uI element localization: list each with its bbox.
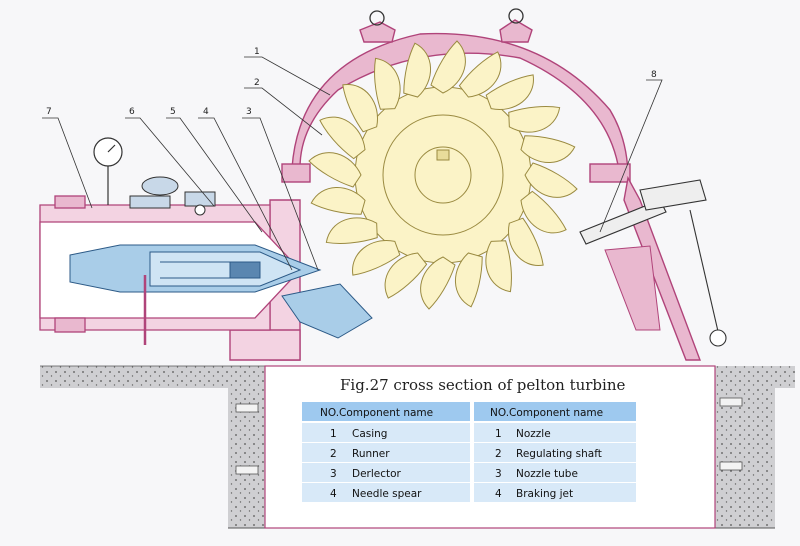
row-1-right-name: Nozzle bbox=[516, 428, 551, 440]
runner-bucket bbox=[507, 217, 544, 266]
runner bbox=[308, 40, 578, 310]
runner-bucket bbox=[485, 240, 512, 293]
row-2-right-name: Regulating shaft bbox=[516, 448, 602, 460]
ground-right bbox=[700, 366, 795, 388]
table-row-1: 1 Casing 1 Nozzle bbox=[302, 423, 636, 442]
ground-left bbox=[40, 366, 265, 388]
callout-8: 8 bbox=[651, 70, 657, 80]
table-row-3: 3 Derlector 3 Nozzle tube bbox=[302, 463, 636, 482]
row-3-right-no: 3 bbox=[495, 468, 502, 480]
anchor-bolts bbox=[235, 397, 743, 475]
row-3-left-name: Derlector bbox=[352, 468, 402, 480]
nozzle bbox=[69, 244, 322, 293]
row-2-right-no: 2 bbox=[495, 448, 502, 460]
callout-4: 4 bbox=[203, 107, 209, 117]
callout-6: 6 bbox=[129, 107, 135, 117]
runner-bucket bbox=[520, 190, 567, 234]
row-3-left-no: 3 bbox=[330, 468, 337, 480]
runner-bucket bbox=[403, 42, 431, 98]
callout-3: 3 bbox=[246, 107, 252, 117]
braking-jet bbox=[579, 179, 727, 347]
callout-2: 2 bbox=[254, 78, 260, 88]
runner-bucket bbox=[420, 256, 456, 310]
runner-bucket bbox=[485, 74, 534, 111]
runner-bucket bbox=[325, 217, 378, 244]
row-4-right-name: Braking jet bbox=[516, 488, 573, 500]
table-row-4: 4 Needle spear 4 Braking jet bbox=[302, 483, 636, 502]
runner-disk bbox=[354, 86, 532, 264]
runner-bucket bbox=[455, 252, 483, 308]
row-4-left-name: Needle spear bbox=[352, 488, 422, 500]
braking-jet-housing bbox=[604, 245, 661, 331]
runner-bucket bbox=[508, 106, 561, 133]
table-header-right bbox=[474, 402, 636, 421]
table-header-right-text: NO.Component name bbox=[490, 407, 603, 419]
runner-hub bbox=[382, 114, 504, 236]
runner-bucket bbox=[458, 51, 502, 98]
lifting-eyes bbox=[369, 8, 524, 26]
row-2-left-name: Runner bbox=[352, 448, 390, 460]
component-table: NO.Component name NO.Component name 1 Ca… bbox=[302, 402, 636, 502]
row-3-right-name: Nozzle tube bbox=[516, 468, 578, 480]
row-4-left-no: 4 bbox=[330, 488, 337, 500]
runner-bucket bbox=[384, 252, 428, 299]
runner-bucket bbox=[308, 152, 362, 188]
table-row-2: 2 Runner 2 Regulating shaft bbox=[302, 443, 636, 462]
runner-bucket bbox=[374, 57, 401, 110]
row-1-right-no: 1 bbox=[495, 428, 502, 440]
runner-bucket bbox=[319, 116, 366, 160]
callout-5: 5 bbox=[170, 107, 176, 117]
leader-lines bbox=[42, 56, 663, 271]
runner-bucket bbox=[310, 187, 366, 215]
row-1-left-no: 1 bbox=[330, 428, 337, 440]
servo-mechanism bbox=[129, 176, 216, 216]
row-1-left-name: Casing bbox=[352, 428, 387, 440]
callout-7: 7 bbox=[46, 107, 52, 117]
row-2-left-no: 2 bbox=[330, 448, 337, 460]
runner-bucket bbox=[342, 84, 379, 133]
runner-bucket bbox=[524, 162, 578, 198]
runner-bucket bbox=[352, 239, 401, 276]
foundation-right-wall bbox=[715, 388, 775, 528]
callout-1: 1 bbox=[254, 47, 260, 57]
deflector bbox=[281, 283, 373, 339]
table-header-left-text: NO.Component name bbox=[320, 407, 433, 419]
runner-bucket bbox=[430, 40, 466, 94]
figure-title: Fig.27 cross section of pelton turbine bbox=[340, 376, 625, 394]
runner-bucket bbox=[520, 135, 576, 163]
row-4-right-no: 4 bbox=[495, 488, 502, 500]
pressure-gauge bbox=[93, 137, 123, 205]
table-header-left bbox=[302, 402, 470, 421]
